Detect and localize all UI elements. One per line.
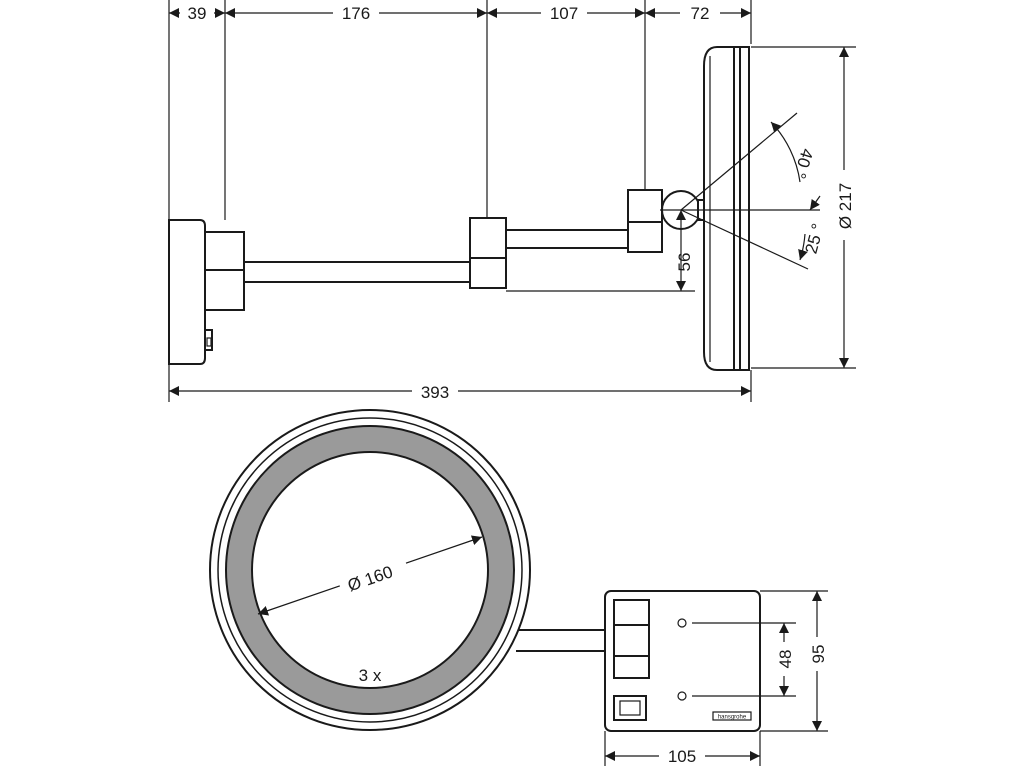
dim-tilt-up: 40 ° xyxy=(790,146,817,181)
wall-plate-switch-knob xyxy=(206,337,212,347)
dim-arm-outer: 176 xyxy=(342,4,370,23)
tilt-down-line xyxy=(680,209,809,270)
power-switch-rocker xyxy=(619,700,641,716)
wall-plate xyxy=(168,219,206,365)
arm-joint-front xyxy=(613,599,650,679)
dim-wall-plate-depth: 39 xyxy=(188,4,207,23)
front-view: Ø 160 3 x hansgrohe 48 95 105 xyxy=(209,409,828,767)
dim-mirror-offset: 72 xyxy=(691,4,710,23)
dim-screw-spacing: 48 xyxy=(776,650,795,669)
dim-tilt-down: 25 ° xyxy=(802,221,828,255)
side-view: 39 176 107 72 393 56 40 ° 25 ° Ø 217 xyxy=(168,0,856,402)
dim-plate-width: 105 xyxy=(668,747,696,766)
middle-joint xyxy=(469,217,507,289)
dim-mirror-diameter: Ø 217 xyxy=(836,183,855,229)
screw-hole-top xyxy=(677,618,687,628)
power-switch xyxy=(613,695,647,721)
dim-arm-inner: 107 xyxy=(550,4,578,23)
wall-plate-switch xyxy=(204,329,213,351)
dim-plate-height: 95 xyxy=(809,645,828,664)
mirror-body xyxy=(703,46,750,371)
screw-hole-bottom xyxy=(677,691,687,701)
brand-label: hansgrohe xyxy=(718,715,747,721)
dim-pivot-height: 56 xyxy=(675,253,694,272)
dim-total-length: 393 xyxy=(421,383,449,402)
magnification-label: 3 x xyxy=(359,666,382,685)
brand-plate xyxy=(712,711,752,721)
